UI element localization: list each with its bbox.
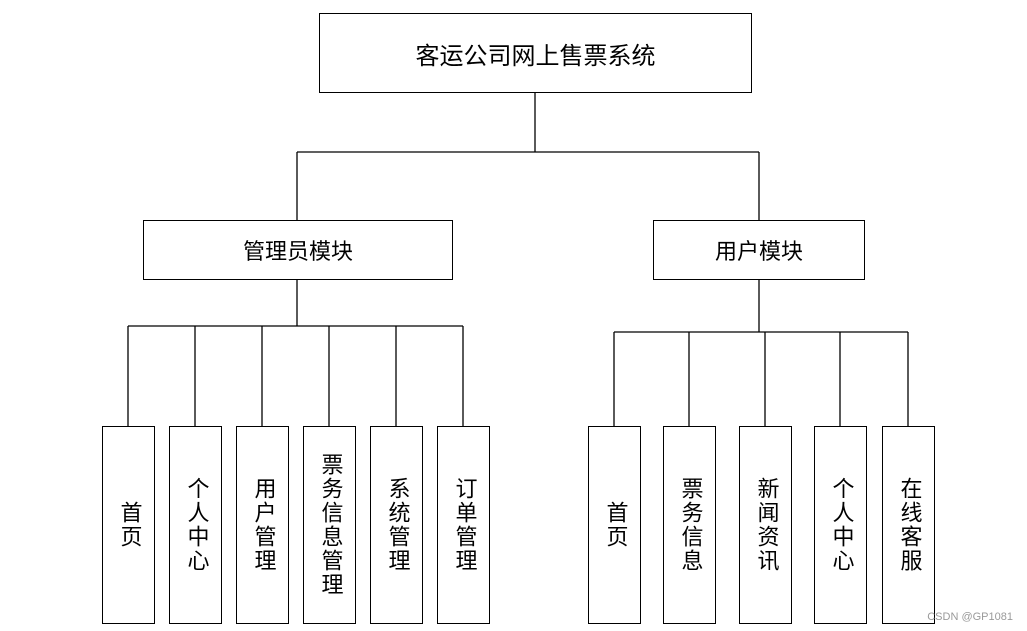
- admin-leaf-personal-center: 个人中心: [169, 426, 222, 624]
- admin-leaf-order-management: 订单管理: [437, 426, 490, 624]
- admin-leaf-user-management: 用户管理: [236, 426, 289, 624]
- admin-module-label: 管理员模块: [242, 240, 353, 265]
- watermark: CSDN @GP1081: [927, 611, 1013, 623]
- user-leaf-ticket-info: 票务信息: [663, 426, 716, 624]
- admin-leaf-ticket-info-management: 票务信息管理: [303, 426, 356, 624]
- user-leaf-online-service: 在线客服: [882, 426, 935, 624]
- user-leaf-home: 首页: [588, 426, 641, 624]
- user-module-label: 用户模块: [714, 240, 803, 265]
- user-leaf-news: 新闻资讯: [739, 426, 792, 624]
- admin-module-node: 管理员模块: [143, 220, 453, 280]
- root-node: 客运公司网上售票系统: [319, 13, 752, 93]
- admin-leaf-system-management: 系统管理: [370, 426, 423, 624]
- user-module-node: 用户模块: [653, 220, 865, 280]
- root-node-label: 客运公司网上售票系统: [415, 41, 656, 70]
- user-leaf-personal-center: 个人中心: [814, 426, 867, 624]
- admin-leaf-home: 首页: [102, 426, 155, 624]
